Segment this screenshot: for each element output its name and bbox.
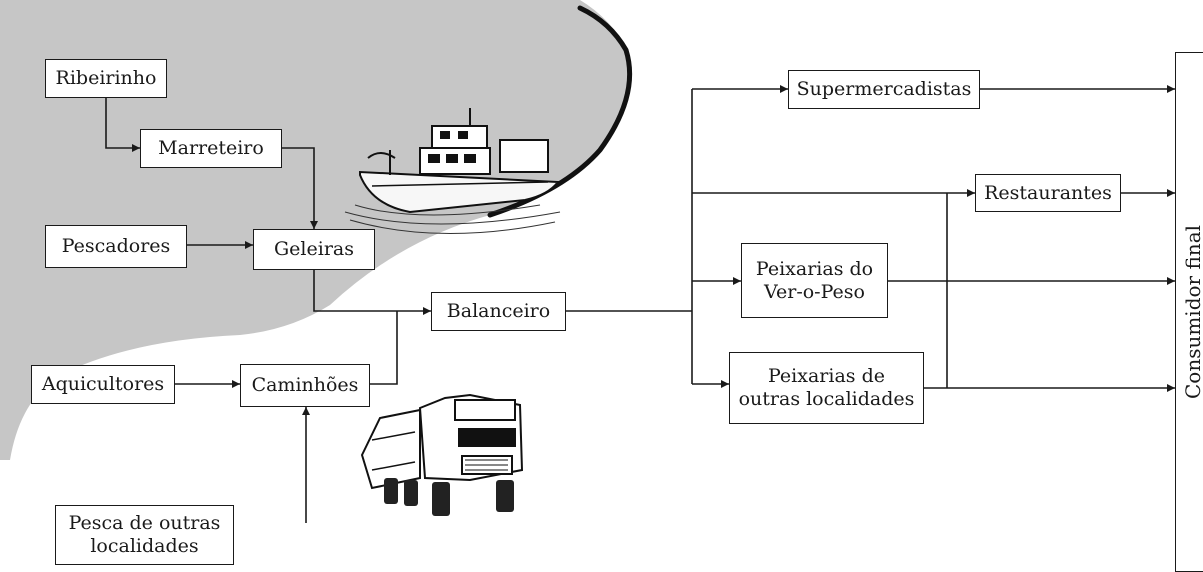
- connectors: [105, 85, 1175, 523]
- node-pescadores: Pescadores: [45, 225, 187, 268]
- node-restaurantes: Restaurantes: [975, 174, 1121, 212]
- node-pesca-outras-localidades: Pesca de outras localidades: [55, 505, 234, 565]
- node-peixarias-outras-localidades: Peixarias de outras localidades: [729, 352, 924, 424]
- node-marreteiro: Marreteiro: [140, 129, 282, 168]
- consumidor-final-label: Consumidor final: [1181, 224, 1203, 400]
- node-caminhoes: Caminhões: [240, 364, 370, 407]
- node-peixarias-ver-o-peso: Peixarias do Ver-o-Peso: [741, 243, 888, 318]
- node-geleiras: Geleiras: [253, 229, 375, 270]
- node-aquicultores: Aquicultores: [31, 365, 175, 404]
- node-ribeirinho: Ribeirinho: [45, 59, 167, 98]
- truck-icon: [360, 393, 524, 516]
- node-balanceiro: Balanceiro: [431, 292, 566, 331]
- node-consumidor-final: Consumidor final: [1175, 52, 1203, 572]
- node-supermercadistas: Supermercadistas: [788, 70, 980, 109]
- fishing-boat-icon: [344, 108, 561, 235]
